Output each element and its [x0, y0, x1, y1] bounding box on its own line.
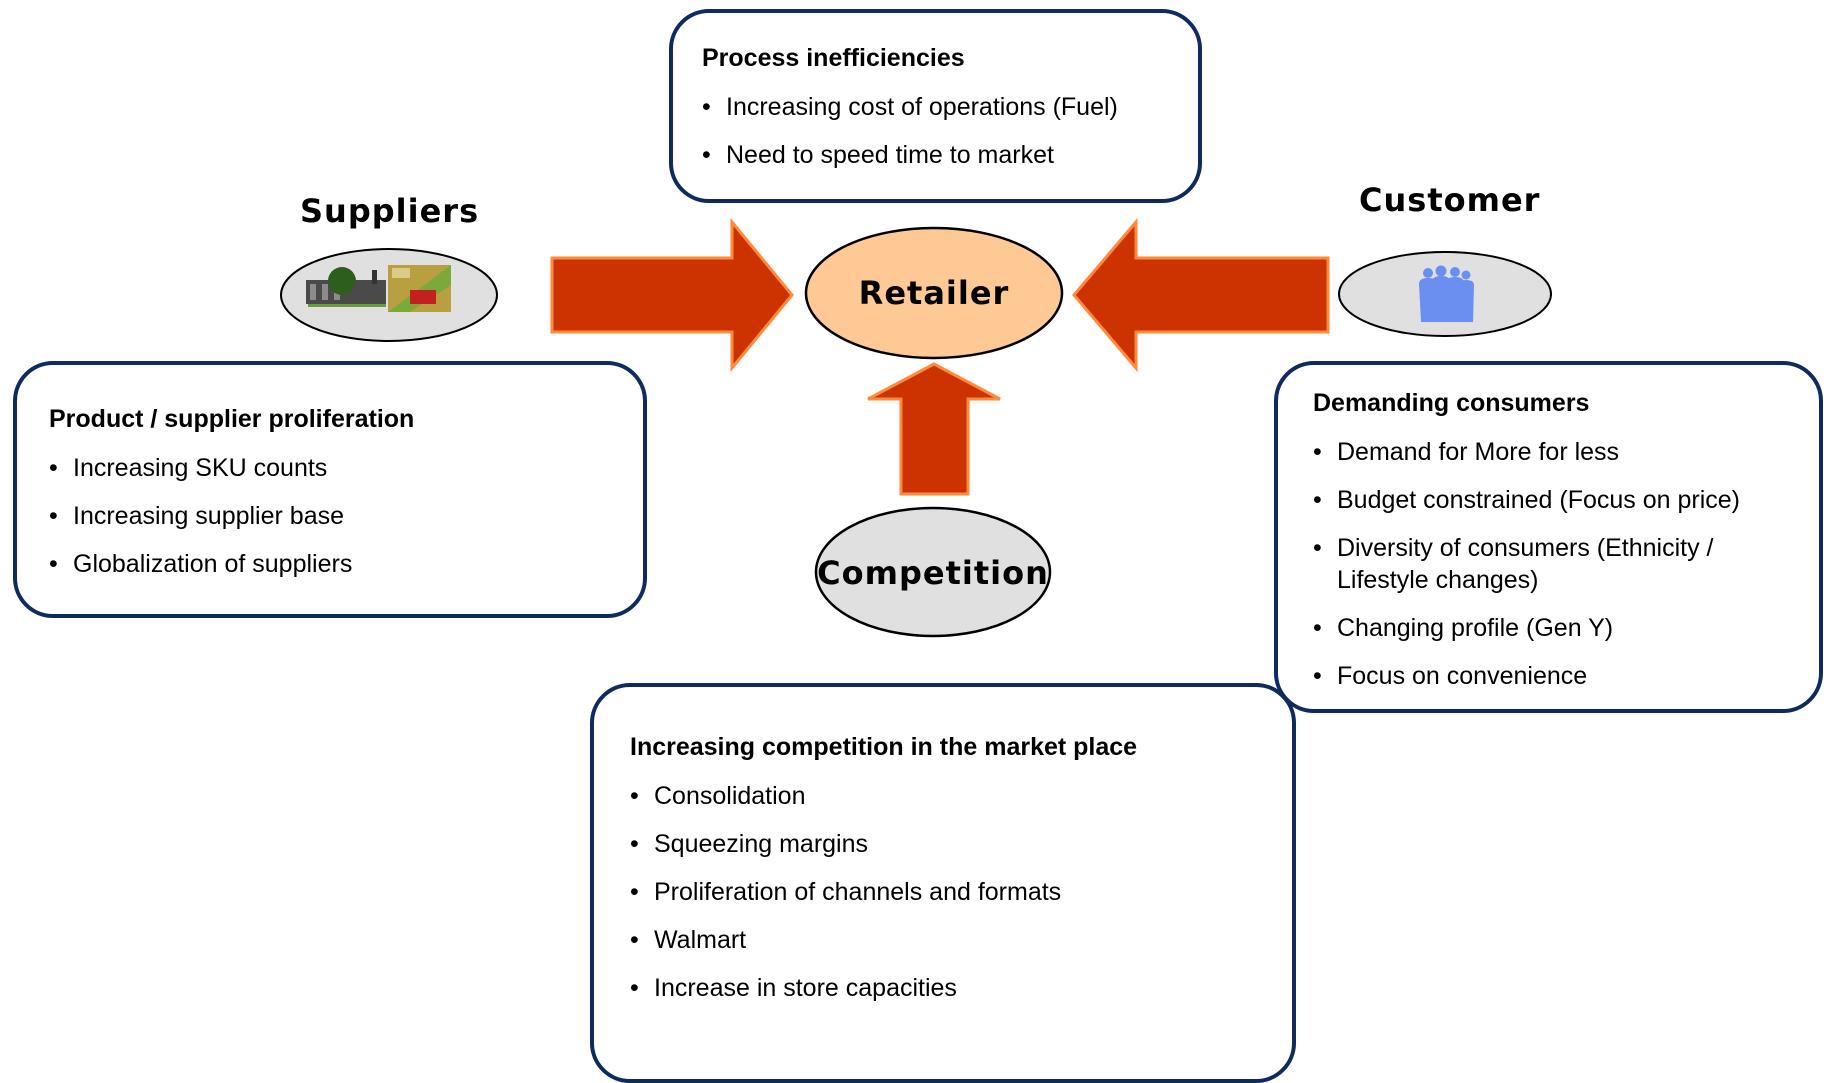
customer-label: Customer	[1359, 181, 1541, 219]
customer-box-title: Demanding consumers	[1313, 389, 1590, 417]
list-item: •Proliferation of channels and formats	[630, 878, 1062, 906]
list-item: •Consolidation	[630, 782, 806, 810]
list-item: •Increase in store capacities	[630, 974, 957, 1002]
retailer-label: Retailer	[858, 274, 1010, 312]
list-item: •Walmart	[630, 926, 747, 954]
people-group-icon	[1419, 265, 1474, 322]
supplier-proliferation-box	[13, 361, 647, 618]
arrow-competition-to-retailer	[867, 362, 1001, 496]
list-item: •Squeezing margins	[630, 830, 869, 858]
competition-ellipse	[814, 506, 1052, 638]
list-item: •Demand for More for less	[1313, 438, 1620, 466]
supplier-factory-icon	[306, 265, 451, 312]
diagram-shapes	[280, 217, 1552, 638]
arrow-suppliers-to-retailer	[550, 217, 794, 373]
process-box-title: Process inefficiencies	[702, 44, 965, 72]
list-item: •Budget constrained (Focus on price)	[1313, 486, 1740, 514]
demanding-consumers-box	[1274, 361, 1823, 713]
process-inefficiencies-box	[669, 9, 1202, 203]
arrow-customer-to-retailer	[1072, 217, 1330, 373]
list-item: •Globalization of suppliers	[49, 550, 353, 578]
competition-box-title: Increasing competition in the market pla…	[630, 733, 1138, 761]
competition-box	[590, 683, 1296, 1083]
suppliers-label: Suppliers	[300, 192, 480, 230]
list-item: •Changing profile (Gen Y)	[1313, 614, 1614, 642]
list-item: •Focus on convenience	[1313, 662, 1588, 690]
list-item: •Increasing supplier base	[49, 502, 344, 530]
list-item: •Diversity of consumers (Ethnicity / Lif…	[1313, 534, 1714, 594]
competition-label: Competition	[817, 554, 1049, 592]
list-item: •Need to speed time to market	[702, 141, 1054, 169]
supplier-box-title: Product / supplier proliferation	[49, 405, 415, 433]
list-item: •Increasing SKU counts	[49, 454, 328, 482]
list-item: •Increasing cost of operations (Fuel)	[702, 93, 1118, 121]
retailer-ellipse	[804, 226, 1064, 360]
